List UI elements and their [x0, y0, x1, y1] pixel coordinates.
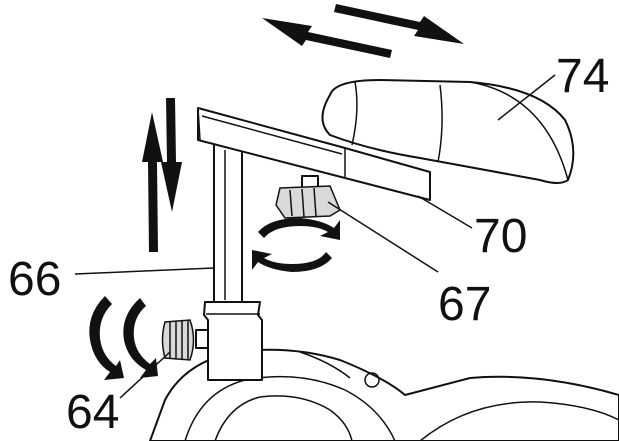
frame-housing — [149, 348, 619, 441]
double-arrow-horizontal-icon — [262, 4, 464, 58]
seat-cushion — [321, 79, 575, 184]
rotate-arrows-icon — [252, 218, 340, 272]
part-label-67: 67 — [438, 278, 491, 331]
part-label-70: 70 — [474, 210, 527, 263]
side-knob — [161, 319, 209, 361]
top-knob — [275, 175, 341, 219]
part-label-64: 64 — [66, 386, 119, 439]
seat-slider-rail — [197, 107, 431, 201]
seat-post — [203, 127, 263, 381]
rotate-arrows-icon — [89, 296, 158, 380]
double-arrow-vertical-icon — [142, 98, 182, 252]
leader-lines — [74, 74, 556, 399]
part-label-74: 74 — [556, 50, 609, 103]
part-label-66: 66 — [8, 253, 61, 306]
